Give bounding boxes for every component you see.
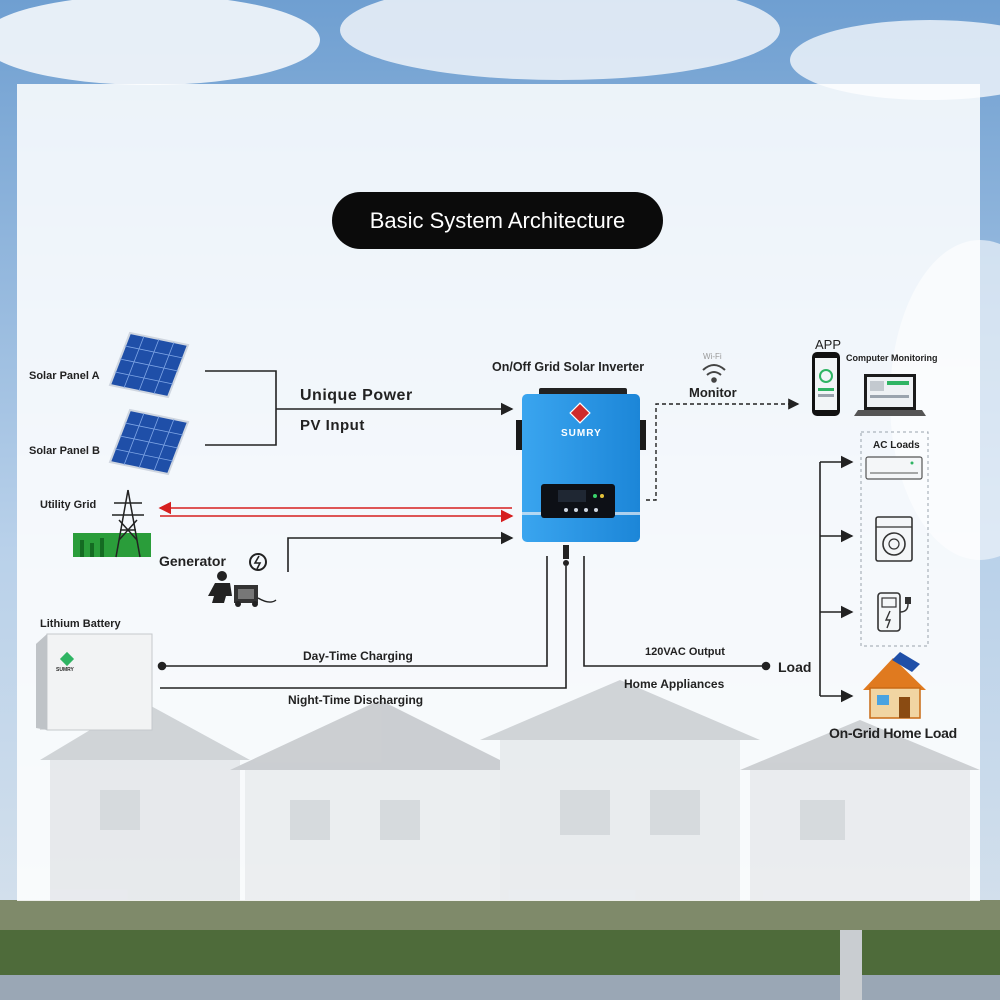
inverter-connectors <box>563 545 569 566</box>
ev-charger-icon <box>877 592 911 632</box>
output-line <box>583 556 771 671</box>
laptop-icon <box>854 374 926 416</box>
generator-line <box>287 531 514 572</box>
generator-icon <box>208 553 277 607</box>
inverter-brand: SUMRY <box>561 428 602 439</box>
monitor-link <box>646 398 800 501</box>
wifi-label: Wi-Fi <box>703 352 722 361</box>
battery-lines <box>157 556 567 689</box>
inverter-device <box>516 388 646 542</box>
background-houses <box>40 680 980 900</box>
output-label: 120VAC Output <box>645 646 725 658</box>
load-distribution-lines <box>819 455 854 703</box>
ac-loads-label: AC Loads <box>873 440 920 451</box>
air-conditioner-icon <box>865 456 923 480</box>
solar-panel-b-label: Solar Panel B <box>29 445 100 457</box>
utility-grid-icon <box>73 489 151 558</box>
wifi-icon <box>702 364 726 383</box>
utility-grid-arrows <box>158 501 514 523</box>
battery-label: Lithium Battery <box>40 618 121 630</box>
app-label: APP <box>815 337 842 352</box>
pv-label-line2: PV Input <box>300 417 365 434</box>
house-icon <box>863 652 926 719</box>
page-title: Basic System Architecture <box>369 207 626 233</box>
washing-machine-icon <box>875 516 913 562</box>
lithium-battery-icon <box>36 633 153 731</box>
battery-brand: SUMRY <box>56 667 74 673</box>
pv-label-line1: Unique Power <box>300 387 413 404</box>
monitor-label: Monitor <box>689 385 737 400</box>
home-appliances-label: Home Appliances <box>624 677 725 691</box>
solar-panel-a-icon <box>108 331 190 399</box>
solar-panel-a-label: Solar Panel A <box>29 370 100 382</box>
ac-loads-box <box>860 431 929 647</box>
home-load-label: On-Grid Home Load <box>829 725 957 741</box>
load-label: Load <box>778 659 812 675</box>
generator-label: Generator <box>159 553 226 569</box>
inverter-label: On/Off Grid Solar Inverter <box>492 360 645 374</box>
charging-label: Day-Time Charging <box>303 649 413 663</box>
title-pill: Basic System Architecture <box>332 192 663 249</box>
phone-icon <box>812 352 840 416</box>
pv-input-lines <box>205 370 514 446</box>
utility-grid-label: Utility Grid <box>40 499 97 511</box>
solar-panel-b-icon <box>108 408 190 476</box>
discharging-label: Night-Time Discharging <box>288 693 424 707</box>
computer-monitoring-label: Computer Monitoring <box>846 353 938 363</box>
